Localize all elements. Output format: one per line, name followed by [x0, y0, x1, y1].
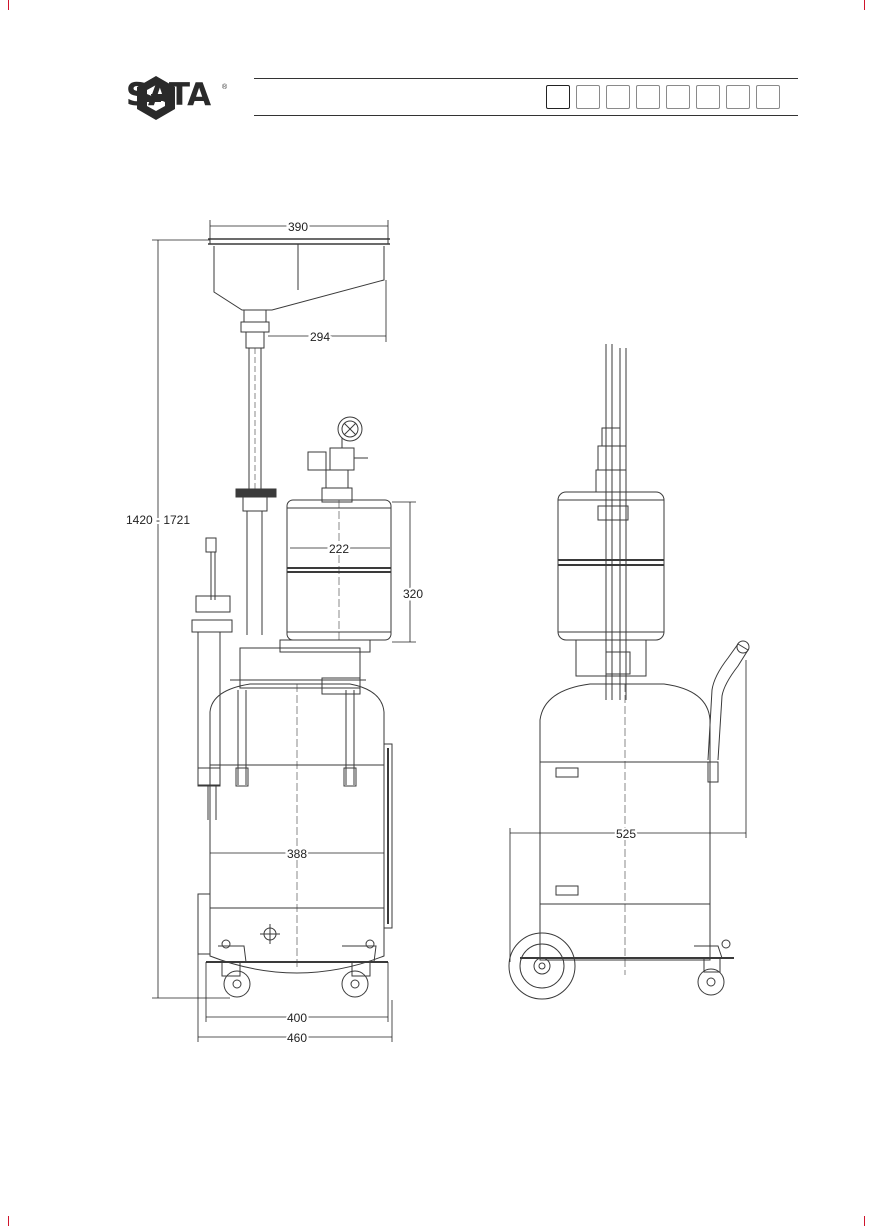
- dim-chamber-height: 320: [403, 587, 423, 601]
- side-handle: [708, 641, 749, 782]
- dim-wheelbase: 400: [287, 1011, 307, 1025]
- suction-probes: [192, 538, 232, 820]
- dimension-lines: [152, 220, 746, 1042]
- dim-side-depth: 525: [616, 827, 636, 841]
- side-wheels: [509, 933, 730, 999]
- dim-overall-height: 1420 - 1721: [126, 513, 190, 527]
- front-tank: [198, 678, 392, 973]
- dim-base-width: 460: [287, 1031, 307, 1045]
- dim-tank-width: 388: [287, 847, 307, 861]
- funnel: [208, 239, 390, 348]
- dim-chamber-width: 222: [329, 542, 349, 556]
- side-view: [509, 344, 749, 999]
- side-chamber: [558, 492, 664, 676]
- front-view: [192, 239, 392, 997]
- side-pipes: [596, 344, 626, 700]
- riser-pipe: [236, 348, 276, 635]
- measuring-chamber: [240, 417, 391, 688]
- dim-funnel-width: 390: [288, 220, 308, 234]
- dim-funnel-outlet: 294: [310, 330, 330, 344]
